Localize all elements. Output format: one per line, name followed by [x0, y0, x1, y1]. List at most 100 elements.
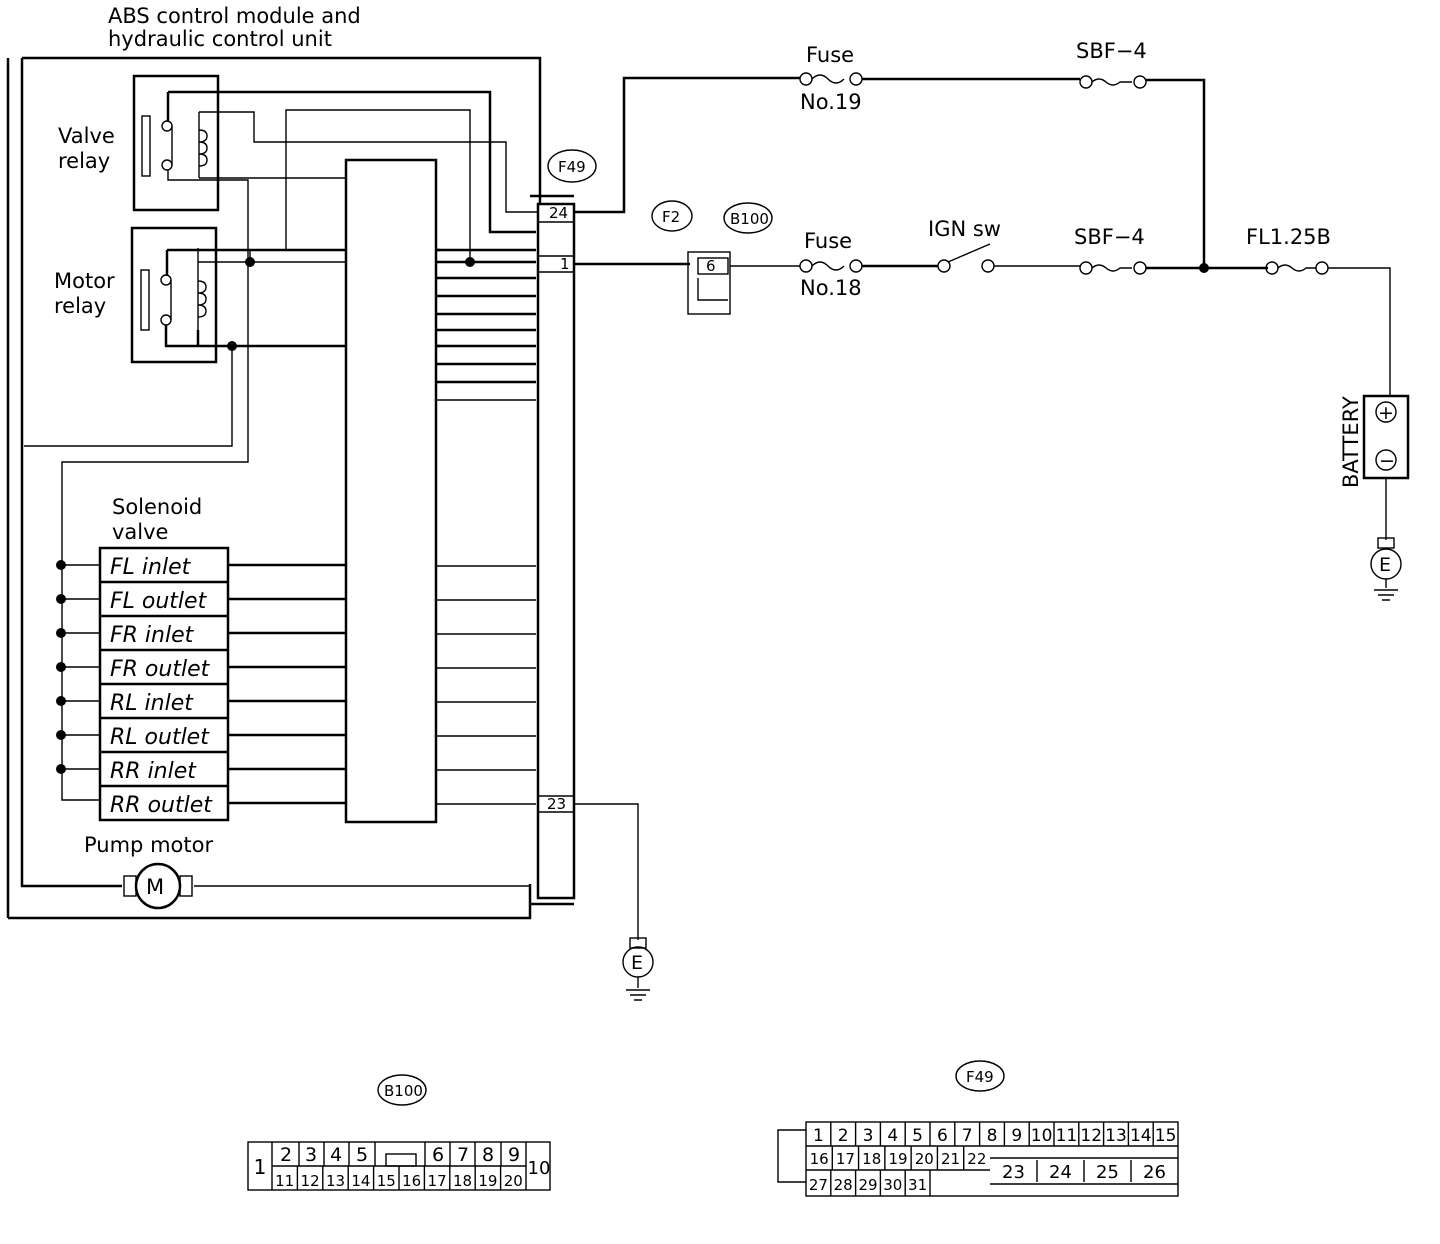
b100-pin: 18 — [453, 1172, 472, 1190]
f49-face-title: F49 — [955, 1060, 1005, 1092]
f2-connector — [574, 251, 731, 315]
pump-motor-label: Pump motor — [84, 833, 213, 857]
b100-pin: 19 — [478, 1172, 497, 1190]
solenoid-label-2: valve — [112, 520, 168, 544]
b100-pin: 10 — [528, 1158, 551, 1179]
solenoid-fl-inlet: FL inlet — [110, 555, 192, 580]
f49-pin: 30 — [883, 1176, 902, 1194]
battery-plus: + — [1378, 402, 1394, 424]
f49-pin: 27 — [809, 1176, 828, 1194]
b100-oval-text: B100 — [730, 210, 769, 228]
motor-relay-label-2: relay — [54, 294, 106, 318]
b100-pin: 4 — [330, 1144, 342, 1166]
valve-relay-label-1: Valve — [58, 124, 115, 148]
f49-oval-label: F49 — [547, 149, 597, 183]
valve-relay — [132, 74, 220, 212]
solenoid-rl-outlet: RL outlet — [110, 725, 210, 750]
f49-connector-strip — [530, 194, 576, 906]
f49-pin: 23 — [1002, 1162, 1025, 1183]
f49-pin: 22 — [967, 1150, 986, 1168]
f49-pin: 31 — [908, 1176, 927, 1194]
solenoid-rl-inlet: RL inlet — [110, 691, 194, 716]
module-outline — [6, 56, 542, 920]
b100-pin: 9 — [508, 1144, 520, 1166]
fuse18-label-top: Fuse — [804, 229, 852, 253]
motor-relay — [130, 226, 218, 364]
f49-pin: 8 — [987, 1126, 998, 1146]
f49-pin: 11 — [1056, 1126, 1078, 1146]
b100-pin: 5 — [356, 1144, 368, 1166]
b100-pin: 3 — [305, 1144, 317, 1166]
f49-pin: 1 — [813, 1126, 824, 1146]
f49-oval-text: F49 — [558, 158, 586, 176]
ground-23-label: E — [631, 952, 643, 974]
f49-pin: 14 — [1130, 1126, 1152, 1146]
f49-pin: 5 — [912, 1126, 923, 1146]
b100-pin: 14 — [351, 1172, 370, 1190]
f49-pin: 29 — [858, 1176, 877, 1194]
motor-relay-label-1: Motor — [54, 269, 115, 293]
f49-pin: 24 — [1049, 1162, 1072, 1183]
f49-pin: 10 — [1031, 1126, 1053, 1146]
f49-pin: 25 — [1096, 1162, 1119, 1183]
b100-pin: 17 — [428, 1172, 447, 1190]
f2-oval-label: F2 — [651, 200, 693, 232]
ground-23 — [574, 803, 654, 1001]
f49-pin: 19 — [888, 1150, 907, 1168]
pump-motor — [123, 862, 530, 910]
module-title-line2: hydraulic control unit — [108, 27, 332, 51]
control-block — [344, 158, 438, 824]
b100-pin: 1 — [254, 1155, 267, 1179]
f49-pin: 21 — [941, 1150, 960, 1168]
b100-oval-label: B100 — [723, 202, 773, 234]
solenoid-fr-inlet: FR inlet — [110, 623, 195, 648]
b100-pin: 8 — [482, 1144, 494, 1166]
fl125b-label: FL1.25B — [1246, 225, 1331, 249]
f49-pin: 6 — [937, 1126, 948, 1146]
f49-pin-24: 24 — [549, 204, 568, 222]
b100-pin: 12 — [301, 1172, 320, 1190]
b100-face-title-text: B100 — [384, 1082, 423, 1100]
solenoid-rr-outlet: RR outlet — [110, 793, 213, 818]
b100-pin: 7 — [457, 1144, 469, 1166]
f49-pin: 15 — [1155, 1126, 1177, 1146]
solenoid-fl-outlet: FL outlet — [110, 589, 208, 614]
f49-pin: 12 — [1080, 1126, 1102, 1146]
f49-face-title-text: F49 — [966, 1068, 994, 1086]
b100-pin: 16 — [402, 1172, 421, 1190]
f49-pin: 13 — [1105, 1126, 1127, 1146]
ign-sw-label: IGN sw — [928, 217, 1001, 241]
f49-pin: 16 — [810, 1150, 829, 1168]
solenoid-fr-outlet: FR outlet — [110, 657, 211, 682]
f49-pin: 7 — [962, 1126, 973, 1146]
b100-pin: 15 — [377, 1172, 396, 1190]
b100-pin: 6 — [432, 1144, 444, 1166]
bus-lines — [436, 248, 536, 805]
f49-pin: 3 — [863, 1126, 874, 1146]
fuse19-label-bottom: No.19 — [800, 90, 862, 114]
fuse19-circuit — [574, 72, 1206, 268]
valve-relay-label-2: relay — [58, 149, 110, 173]
sbf4-top-label: SBF−4 — [1076, 39, 1147, 63]
f49-pin: 17 — [836, 1150, 855, 1168]
b100-face-title: B100 — [377, 1074, 427, 1106]
f49-pin: 4 — [887, 1126, 898, 1146]
f49-pin: 26 — [1143, 1162, 1166, 1183]
f49-pin: 20 — [915, 1150, 934, 1168]
battery — [1362, 394, 1410, 601]
f49-pin-23: 23 — [547, 795, 566, 813]
f49-pin: 18 — [862, 1150, 881, 1168]
battery-ground-label: E — [1379, 554, 1391, 576]
b100-pin: 11 — [275, 1172, 294, 1190]
b100-pin: 13 — [326, 1172, 345, 1190]
battery-minus: − — [1379, 450, 1395, 472]
ignition-circuit — [730, 243, 1391, 396]
solenoid-feed-bus — [60, 563, 346, 805]
pump-motor-symbol: M — [146, 875, 164, 899]
f49-connector-face — [777, 1121, 1179, 1197]
b100-pin: 20 — [504, 1172, 523, 1190]
f2-pin-6: 6 — [706, 257, 716, 275]
module-title-line1: ABS control module and — [108, 4, 361, 28]
fuse18-label-bottom: No.18 — [800, 276, 862, 300]
